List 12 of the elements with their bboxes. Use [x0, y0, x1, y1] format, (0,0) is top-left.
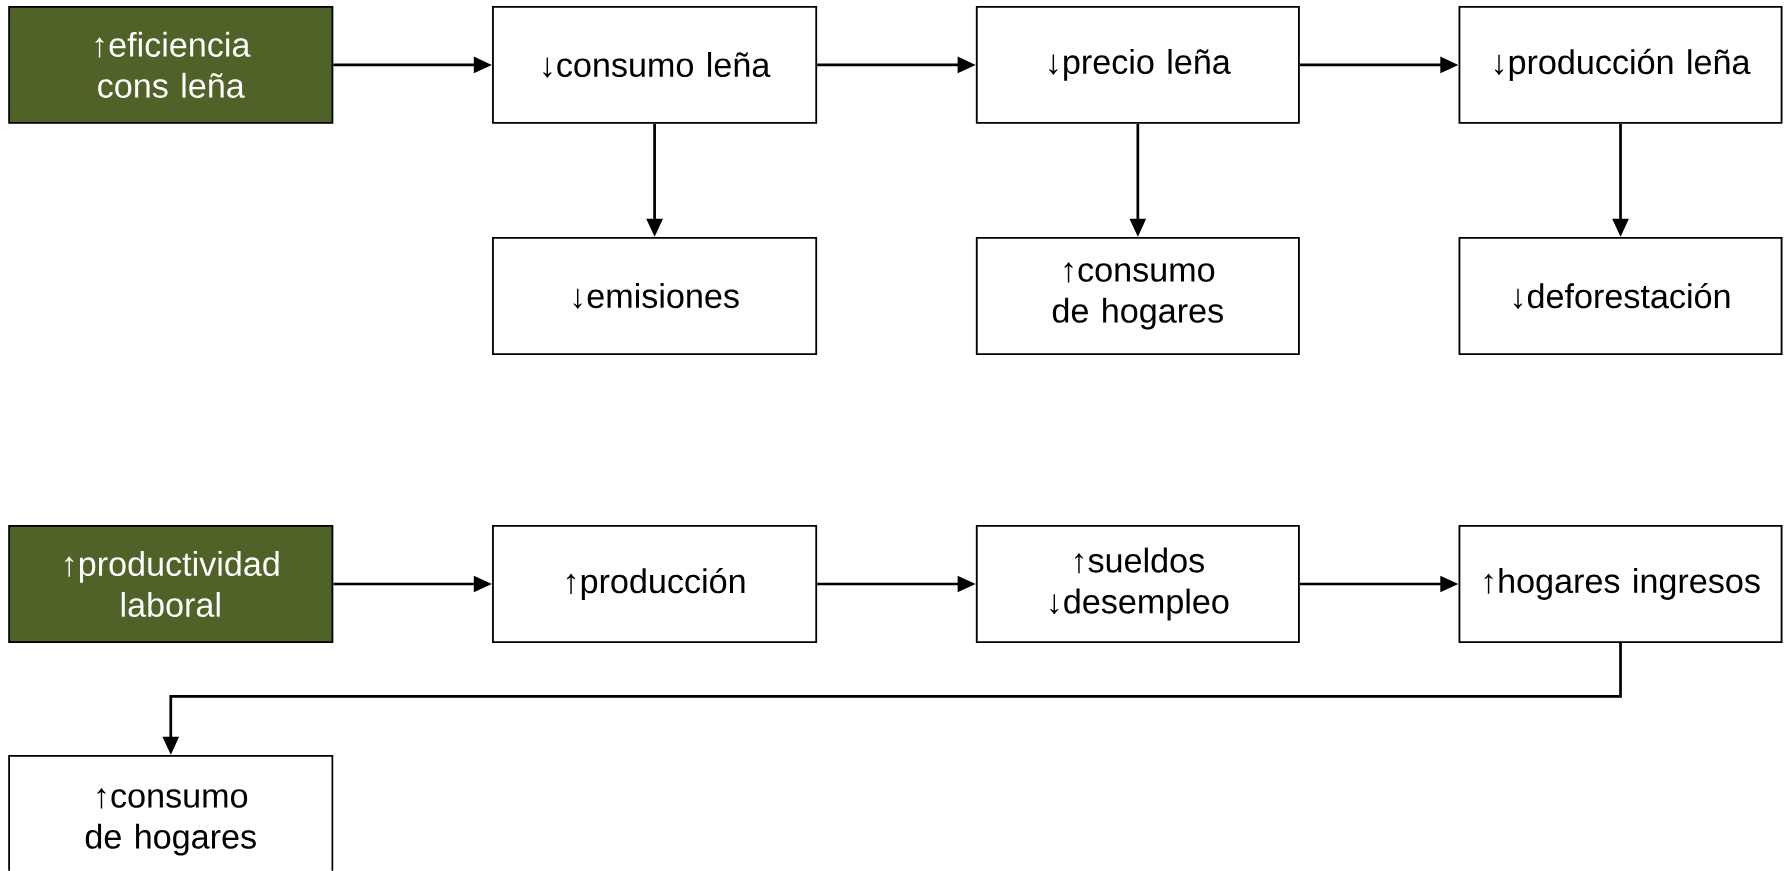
effect-box: ↑consumo de hogares	[975, 237, 1300, 356]
effect-box: ↓producción leña	[1458, 5, 1783, 124]
cause-box: ↑eficiencia cons leña	[8, 5, 334, 124]
effect-box: ↑producción	[492, 525, 818, 644]
effect-box: ↓deforestación	[1458, 237, 1783, 356]
cause-box: ↑productividad laboral	[8, 525, 334, 644]
effect-box: ↑consumo de hogares	[8, 755, 334, 871]
effect-box: ↑hogares ingresos	[1458, 525, 1783, 644]
effect-box: ↑sueldos ↓desempleo	[975, 525, 1300, 644]
effect-box: ↓consumo leña	[492, 5, 818, 124]
effect-box: ↓emisiones	[492, 237, 818, 356]
effect-box: ↓precio leña	[975, 5, 1300, 124]
